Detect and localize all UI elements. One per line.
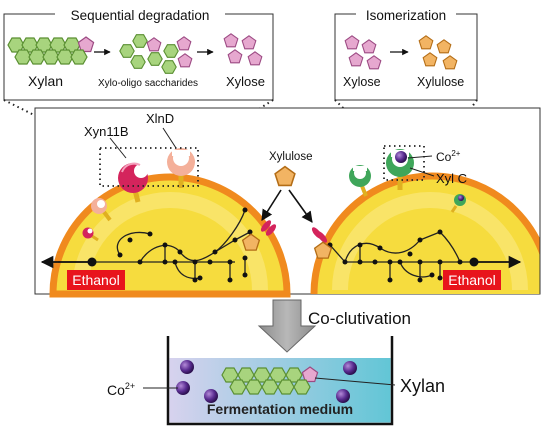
xylan-label-medium: Xylan [400, 376, 445, 396]
xylose-label-right: Xylose [343, 75, 381, 89]
xylc-enzyme-icon [386, 149, 414, 190]
right-metabolic-network [329, 231, 475, 280]
small-enzyme-icon [91, 198, 112, 222]
xylulose-label-right: Xylulose [417, 75, 464, 89]
xylulose-label-center: Xylulose [269, 151, 312, 163]
inset-sequential-degradation: Sequential degradation Xylan [3, 5, 274, 101]
xylulose-to-left-arrow [261, 189, 282, 221]
small-enzyme-icon [450, 194, 466, 213]
xylan-label: Xylan [28, 73, 63, 89]
label-leader-line [162, 127, 177, 149]
label-leader-line [409, 167, 435, 177]
small-enzyme-icon [82, 227, 99, 242]
inset-isomerization: Isomerization Xylose Xylulose [334, 5, 478, 101]
xylulose-to-right-arrow [288, 189, 313, 223]
label-leader-line [407, 155, 433, 159]
right-network-nodes [327, 229, 479, 283]
label-leader-line [109, 137, 127, 159]
xos-label: Xylo-oligo saccharides [98, 78, 198, 89]
cobalt-ion-icon [176, 360, 357, 403]
xlnd-enzyme-icon [167, 148, 195, 188]
ethanol-box-right [443, 270, 501, 290]
cobalt-label-main: Co2+ [436, 149, 461, 164]
ethanol-label-left: Ethanol [72, 272, 119, 288]
left-network-nodes [87, 207, 253, 283]
transporter-icon [311, 227, 328, 243]
inset-left-title: Sequential degradation [71, 8, 210, 23]
co-cultivation-label: Co-clutivation [308, 309, 411, 328]
cobalt-label-medium: Co2+ [107, 381, 135, 398]
xylose-label-left: Xylose [226, 74, 265, 89]
ethanol-label-right: Ethanol [448, 272, 495, 288]
transporter-icon [260, 220, 277, 236]
xlnd-label: XlnD [146, 111, 174, 126]
fermentation-medium-label: Fermentation medium [207, 401, 353, 417]
enzyme-highlight-box [383, 145, 425, 181]
label-leader-line [314, 377, 396, 386]
ethanol-box-left [67, 270, 125, 290]
xylc-label: Xyl C [436, 171, 467, 186]
xyn11b-enzyme-icon [118, 162, 148, 203]
xyn11b-label: Xyn11B [84, 124, 129, 139]
inset-right-title: Isomerization [366, 8, 446, 23]
enzyme-highlight-box [99, 147, 199, 187]
xylc-enzyme-icon [349, 165, 371, 197]
co-cultivation-arrow [257, 299, 317, 353]
